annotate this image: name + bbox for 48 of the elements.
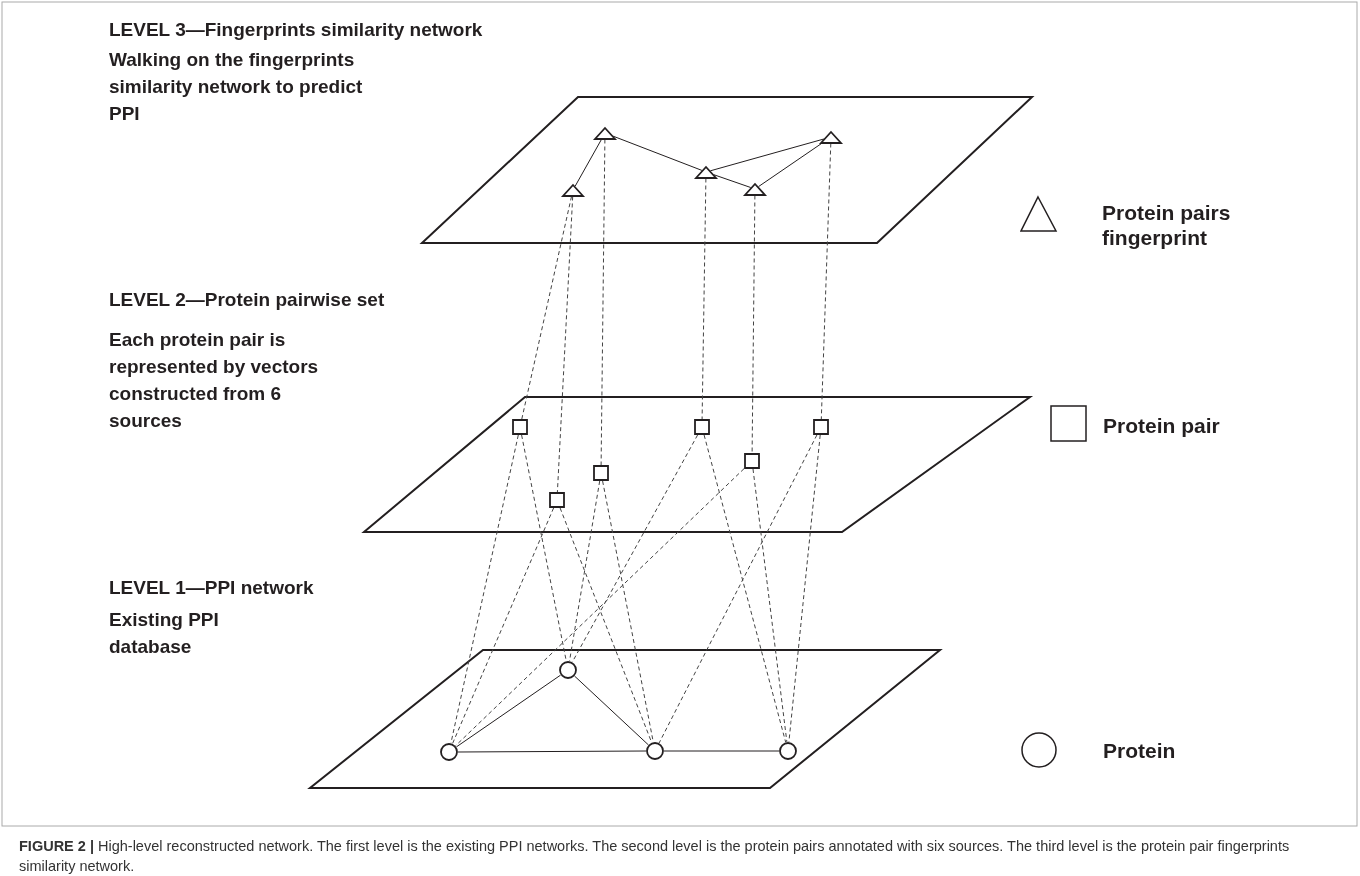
dashed-link <box>658 434 818 744</box>
square-node <box>694 419 710 435</box>
dashed-link <box>788 434 821 743</box>
link-line <box>612 135 703 171</box>
triangle-node <box>695 165 717 179</box>
circle-node <box>440 743 458 761</box>
dashed-link <box>556 196 574 493</box>
dashed-link <box>752 468 788 743</box>
triangle-node <box>562 183 584 197</box>
legend-label: Protein pairs fingerprint <box>1102 200 1232 250</box>
dashed-link <box>703 434 787 743</box>
triangle-node <box>594 126 616 140</box>
dashed-link <box>701 178 707 420</box>
circle-node <box>559 661 577 679</box>
link-line <box>574 675 649 746</box>
square-node <box>744 453 760 469</box>
circle-node <box>779 742 797 760</box>
link-line <box>713 174 752 188</box>
square-node <box>813 419 829 435</box>
level-heading: LEVEL 3—Fingerprints similarity network <box>109 18 484 42</box>
level-heading: LEVEL 2—Protein pairwise set <box>109 288 386 312</box>
link-line <box>574 139 602 187</box>
dashed-link <box>455 468 745 747</box>
link-line <box>709 138 825 172</box>
legend-label: Protein pair <box>1103 413 1221 438</box>
legend-label: Protein <box>1103 738 1177 763</box>
square-node <box>512 419 528 435</box>
level-description: Walking on the fingerprints similarity network to predict PPI <box>109 48 364 126</box>
triangle-node <box>820 130 842 144</box>
dashed-link <box>452 507 555 745</box>
level-description: Each protein pair is represented by vectors constructed from 6 sources <box>109 328 320 433</box>
square-node <box>549 492 565 508</box>
link-line <box>663 750 780 752</box>
dashed-link <box>521 196 572 420</box>
circle-node <box>646 742 664 760</box>
link-line <box>457 750 647 753</box>
dashed-link <box>569 480 601 662</box>
level-heading: LEVEL 1—PPI network <box>109 576 315 600</box>
dashed-link <box>820 143 832 420</box>
link-line <box>758 143 822 188</box>
square-node <box>593 465 609 481</box>
dashed-link <box>751 195 756 454</box>
figure-caption: FIGURE 2 | High-level reconstructed network. The first level is the existing PPI networks. The second level is the protein pairs annotated with six sources. The third level is the protein pair fingerprints similarity network. <box>19 837 1291 876</box>
dashed-link <box>521 434 567 662</box>
link-line <box>455 674 562 748</box>
triangle-node <box>744 182 766 196</box>
level-description: Existing PPI database <box>109 608 220 659</box>
dashed-link <box>600 139 606 466</box>
